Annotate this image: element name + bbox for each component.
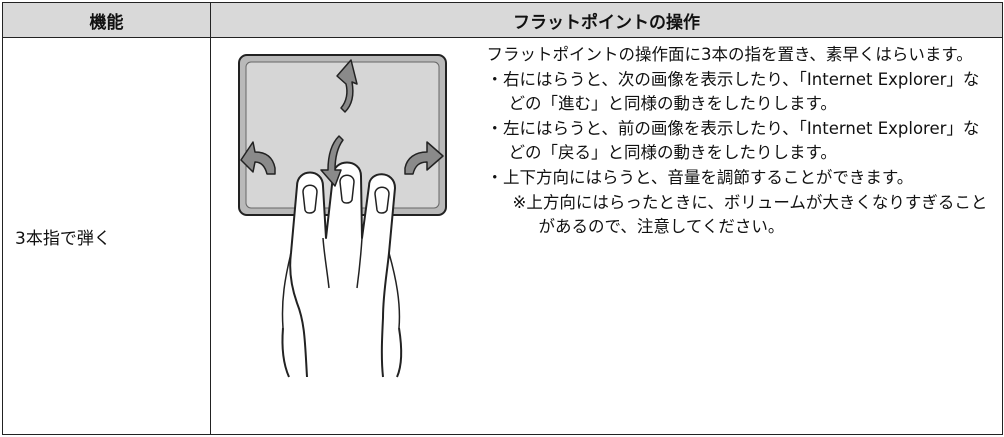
hand-shape <box>289 161 396 378</box>
bullet-swipe-vertical: ・上下方向にはらうと、音量を調節することができます。 <box>486 167 914 187</box>
header-operation: フラットポイントの操作 <box>210 2 1003 38</box>
left-swipe-arrow <box>240 141 276 175</box>
feature-name: 3本指で弾く <box>2 37 211 435</box>
header-row: 機能 フラットポイントの操作 <box>2 2 1003 38</box>
finger-nails <box>302 174 390 214</box>
caution-note: ※上方向にはらったときに、ボリュームが大きくなりすぎることがあるので、注意してく… <box>512 192 988 237</box>
bullet-swipe-right: ・右にはらうと、次の画像を表示したり、「Internet Explorer」など… <box>486 69 980 114</box>
finger-contours <box>281 237 401 329</box>
operation-description: フラットポイントの操作面に3本の指を置き、素早くはらいます。 ・右にはらうと、次… <box>480 37 1003 435</box>
three-finger-swipe-touchpad-icon <box>238 54 447 378</box>
intro-text: フラットポイントの操作面に3本の指を置き、素早くはらいます。 <box>486 45 973 64</box>
arm-lines <box>281 327 403 378</box>
table-row: 3本指で弾く <box>2 37 1003 435</box>
illustration-cell <box>210 37 481 435</box>
bullet-swipe-left: ・左にはらうと、前の画像を表示したり、「Internet Explorer」など… <box>486 118 980 163</box>
right-swipe-arrow <box>404 141 444 175</box>
vertical-swipe-arrows <box>320 59 358 187</box>
header-feature: 機能 <box>2 2 211 38</box>
